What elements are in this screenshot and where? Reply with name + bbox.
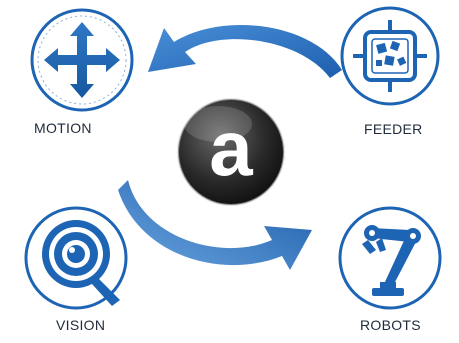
motion-label: MOTION xyxy=(34,120,92,136)
top-cycle-arrow xyxy=(148,25,342,78)
move-arrows-icon xyxy=(44,22,120,98)
feeder-node xyxy=(340,6,440,106)
robots-node xyxy=(338,206,442,310)
vision-label: VISION xyxy=(56,317,106,333)
feeder-label: FEEDER xyxy=(364,121,423,137)
robots-label: ROBOTS xyxy=(360,317,421,333)
eye-lens-icon xyxy=(42,220,120,306)
motion-node xyxy=(30,8,134,112)
feeder-parts-icon xyxy=(353,20,427,92)
vision-node xyxy=(24,206,128,310)
cycle-arrows xyxy=(118,25,342,270)
bottom-cycle-arrow xyxy=(118,180,312,270)
logo-letter: a xyxy=(209,104,253,192)
brand-logo-icon: a xyxy=(177,98,285,206)
robot-arm-icon xyxy=(362,225,421,296)
